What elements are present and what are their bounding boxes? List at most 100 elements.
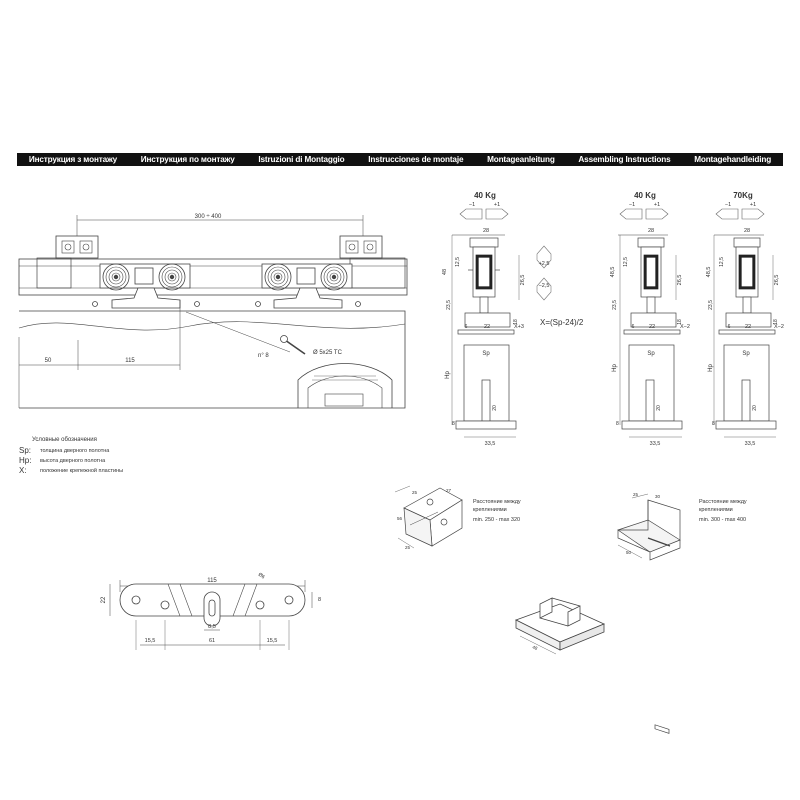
banner-nl: Montagehandleiding (694, 155, 772, 164)
bracket-left-drawing (394, 485, 463, 549)
detail-left-sp: Sp (482, 351, 490, 357)
detail-left-dim-125: 12,5 (455, 257, 461, 267)
detail-mid-sp: Sp (647, 351, 655, 357)
banner-de: Montageanleitung (487, 155, 555, 164)
detail-right (713, 208, 777, 438)
detail-right-dim-485: 48,5 (706, 267, 712, 278)
detail-left (451, 208, 520, 438)
bracket-right-note-2: креплениями (699, 507, 733, 513)
mounting-plate-drawing (109, 580, 313, 650)
detail-left-dim-265: 26,5 (520, 275, 526, 286)
plate-dim-115: 115 (207, 578, 217, 584)
detail-left-dim-235: 23,5 (446, 300, 452, 310)
detail-left-dim-6: 6 (465, 324, 468, 330)
detail-mid (618, 208, 683, 438)
detail-left-x-label: X+3 (514, 324, 524, 330)
detail-left-dim-22: 22 (484, 324, 490, 330)
detail-mid-dim-265: 26,5 (677, 275, 683, 286)
detail-right-dim-235: 23,5 (708, 300, 714, 310)
bracket-right-dim-b: 50 (626, 550, 632, 555)
detail-mid-dim-8: 8 (616, 421, 619, 427)
bracket-left-note-3: min. 250 - max 320 (473, 517, 520, 523)
detail-left-dim-28: 28 (483, 228, 489, 234)
detail-right-dim-265: 26,5 (774, 275, 780, 286)
detail-right-x-label: X−2 (774, 324, 784, 330)
bracket-left-dim-a: 25 (412, 490, 418, 495)
bracket-right-note-3: min. 300 - max 400 (699, 517, 746, 523)
detail-right-sp: Sp (742, 351, 750, 357)
detail-right-plus: +1 (750, 202, 756, 208)
legend-text-hp: высота дверного полотна (40, 458, 106, 464)
main-dimension-115: 115 (125, 358, 135, 364)
detail-left-minus: −1 (469, 202, 475, 208)
detail-right-dim-8: 8 (712, 421, 715, 427)
detail-left-dim-18: 18 (513, 319, 519, 325)
detail-right-dim-22: 22 (745, 324, 751, 330)
x-formula: X=(Sp-24)/2 (540, 318, 584, 327)
detail-mid-plus: +1 (654, 202, 660, 208)
guide-dim: 48 (532, 644, 539, 651)
legend-key-sp: Sp: (19, 446, 31, 455)
bracket-left-note-2: креплениями (473, 507, 507, 513)
detail-right-dim-335: 33,5 (745, 441, 756, 447)
detail-left-hp: Hp (445, 371, 451, 379)
vertical-adjust (536, 245, 552, 301)
banner-es: Instrucciones de montaje (368, 155, 464, 164)
legend-text-x: положение крепежной пластины (40, 467, 123, 474)
detail-mid-minus: −1 (629, 202, 635, 208)
legend-key-hp: Hp: (19, 456, 31, 465)
plate-dim-22: 22 (101, 596, 107, 603)
adjust-down-label: −2,5 (539, 283, 550, 289)
plate-dim-6: Ø6 (257, 572, 266, 581)
plate-dim-8: 8 (318, 597, 321, 603)
bracket-right-dim-c: 30 (655, 494, 661, 499)
detail-mid-dim-125: 12,5 (623, 257, 629, 267)
detail-mid-dim-22: 22 (649, 324, 655, 330)
plate-dim-61: 61 (209, 638, 215, 644)
bracket-left-note-1: Расстояние между (473, 499, 521, 505)
floor-guide-drawing (514, 597, 606, 655)
main-assembly (18, 215, 408, 409)
detail-mid-dim-235: 23,5 (612, 300, 618, 310)
legend: Условные обозначения Sp: толщина дверног… (19, 437, 123, 475)
detail-mid-dim-20: 20 (656, 405, 662, 411)
detail-mid-dim-335: 33,5 (650, 441, 661, 447)
detail-left-dim-335: 33,5 (485, 441, 496, 447)
bracket-left-dim-b: 56 (397, 516, 403, 521)
screw-icon (280, 335, 306, 355)
bracket-right-note-1: Расстояние между (699, 499, 747, 505)
detail-left-weight: 40 Kg (474, 191, 496, 200)
main-dimension-50: 50 (45, 358, 52, 364)
detail-right-dim-6: 6 (728, 324, 731, 330)
detail-left-dim-20: 20 (492, 405, 498, 411)
detail-mid-dim-6: 6 (632, 324, 635, 330)
banner-it: Istruzioni di Montaggio (258, 155, 345, 164)
detail-right-dim-28: 28 (744, 228, 750, 234)
adjust-up-label: +2,5 (539, 261, 550, 267)
bracket-right-dim-a: 25 (633, 492, 639, 497)
banner-ru: Инструкция по монтажу (140, 155, 235, 164)
detail-left-plus: +1 (494, 202, 500, 208)
screw-spec: Ø 5x25 TC (313, 350, 343, 356)
detail-right-minus: −1 (725, 202, 731, 208)
detail-right-dim-20: 20 (752, 405, 758, 411)
detail-right-weight: 70Kg (733, 191, 753, 200)
detail-right-dim-18: 18 (773, 319, 779, 325)
banner-ua: Инструкция з монтажу (28, 155, 118, 164)
legend-title: Условные обозначения (32, 437, 97, 443)
bracket-left-dim-c: 27 (446, 488, 452, 493)
plate-dim-155b: 15,5 (267, 638, 278, 644)
plate-dim-85: 8,5 (208, 624, 216, 630)
detail-right-hp: Hp (708, 364, 714, 372)
detail-left-dim-48: 48 (442, 269, 448, 275)
plate-dim-155a: 15,5 (145, 638, 156, 644)
detail-mid-hp: Hp (612, 364, 618, 372)
detail-mid-dim-18: 18 (677, 319, 683, 325)
bracket-left-dim-d: 25 (405, 545, 411, 550)
main-span-dimension: 300 ÷ 400 (195, 214, 222, 220)
detail-mid-dim-485: 48,5 (610, 267, 616, 278)
detail-right-dim-125: 12,5 (719, 257, 725, 267)
detail-mid-weight: 40 Kg (634, 191, 656, 200)
detail-mid-dim-28: 28 (648, 228, 654, 234)
